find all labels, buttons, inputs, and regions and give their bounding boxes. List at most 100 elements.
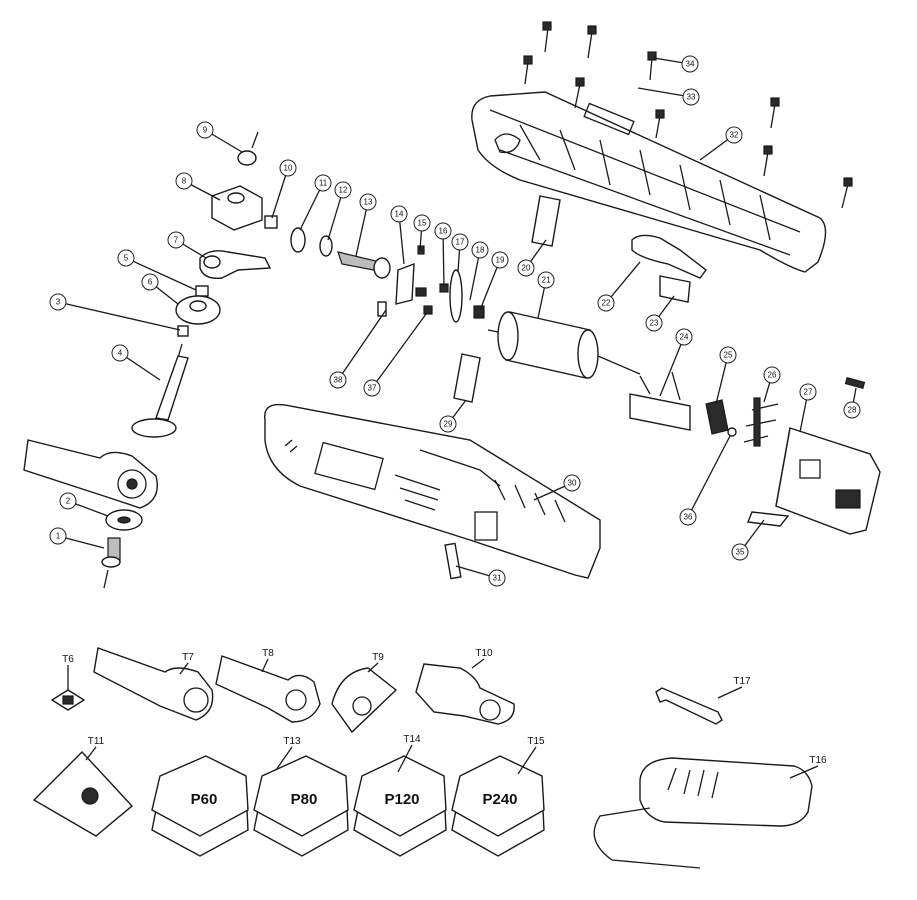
accessory-blades: [50, 647, 723, 734]
housing-screws: [523, 21, 853, 209]
accessory-label-t6: T6: [62, 654, 74, 665]
part-number-23: 23: [650, 319, 659, 328]
callout-leader: [57, 301, 181, 331]
part-number-29: 29: [444, 420, 453, 429]
spindle-stack: [23, 131, 278, 589]
callout-circle: [597, 294, 615, 312]
part-number-14: 14: [395, 210, 404, 219]
callout-circle: [679, 508, 697, 526]
part-number-19: 19: [496, 256, 505, 265]
battery-pack: [775, 427, 881, 535]
callout-circle: [725, 126, 743, 144]
callout-circle: [175, 172, 193, 190]
part-number-33: 33: [687, 93, 696, 102]
accessory-label-t17: T17: [733, 676, 751, 687]
callout-circle: [167, 231, 185, 249]
callout-leader: [479, 259, 501, 311]
grit-label-p240: P240: [482, 791, 517, 808]
callout-circle: [645, 314, 663, 332]
battery-charger: [593, 757, 813, 869]
accessory-leader: [261, 658, 269, 673]
part-number-6: 6: [148, 278, 153, 287]
callout-circle: [434, 222, 452, 240]
callout-circle: [471, 241, 489, 259]
accessory-leader: [85, 746, 97, 761]
callout-circle: [563, 474, 581, 492]
part-number-37: 37: [368, 384, 377, 393]
callout-circle: [49, 293, 67, 311]
part-number-24: 24: [680, 333, 689, 342]
grit-labels: P60 P80 P120 P240: [191, 791, 518, 808]
callout-circle: [49, 527, 67, 545]
part-number-5: 5: [124, 254, 129, 263]
accessory-label-t10: T10: [475, 648, 493, 659]
part-number-34: 34: [686, 60, 695, 69]
motor: [487, 311, 641, 379]
part-number-35: 35: [736, 548, 745, 557]
small-parts: [453, 195, 866, 527]
callout-circle: [334, 181, 352, 199]
grit-label-p120: P120: [384, 791, 419, 808]
callout-circle: [196, 121, 214, 139]
callout-circle: [681, 55, 699, 73]
part-number-30: 30: [568, 479, 577, 488]
callout-circle: [517, 259, 535, 277]
callout-circle: [488, 569, 506, 587]
accessory-leader: [471, 658, 485, 669]
callout-circle: [537, 271, 555, 289]
accessory-leader: [717, 686, 743, 699]
part-number-20: 20: [522, 264, 531, 273]
callout-leader: [605, 261, 641, 304]
callout-circle: [59, 492, 77, 510]
callout-circle: [491, 251, 509, 269]
grit-label-p60: P60: [191, 791, 218, 808]
drive-train: [290, 227, 485, 323]
part-number-36: 36: [684, 513, 693, 522]
callout-circle: [843, 401, 861, 419]
callout-circle: [363, 379, 381, 397]
part-number-31: 31: [493, 574, 502, 583]
callout-leader: [687, 435, 731, 518]
sanding-pads: [32, 750, 545, 857]
part-number-12: 12: [339, 186, 348, 195]
callout-circle: [799, 383, 817, 401]
callout-circle: [413, 214, 431, 232]
part-number-8: 8: [182, 177, 187, 186]
lower-housing-half: [264, 403, 601, 579]
callout-leader: [327, 189, 344, 241]
grit-label-p80: P80: [291, 791, 318, 808]
part-number-1: 1: [56, 532, 61, 541]
accessory-label-t8: T8: [262, 648, 274, 659]
part-number-9: 9: [203, 126, 208, 135]
part-number-27: 27: [804, 388, 813, 397]
callout-circle: [763, 366, 781, 384]
part-number-10: 10: [284, 164, 293, 173]
part-number-26: 26: [768, 371, 777, 380]
callout-leader: [442, 230, 445, 287]
callout-leader: [637, 87, 692, 98]
accessory-leader: [275, 746, 293, 771]
part-number-25: 25: [724, 351, 733, 360]
accessory-label-t13: T13: [283, 736, 301, 747]
callout-leader: [371, 313, 427, 389]
part-number-13: 13: [364, 198, 373, 207]
part-number-16: 16: [439, 227, 448, 236]
callout-circle: [279, 159, 297, 177]
callout-leader: [125, 257, 197, 291]
accessory-leader: [789, 765, 819, 779]
part-number-17: 17: [456, 238, 465, 247]
callout-circle: [731, 543, 749, 561]
accessory-label-t14: T14: [403, 734, 421, 745]
accessory-leader: [367, 662, 379, 673]
callout-circle: [451, 233, 469, 251]
callout-circle: [117, 249, 135, 267]
part-number-15: 15: [418, 219, 427, 228]
part-number-4: 4: [118, 349, 123, 358]
callout-circle: [359, 193, 377, 211]
part-callouts: 1234567891011121314151617181920212223242…: [49, 55, 861, 587]
callout-circle: [682, 88, 700, 106]
part-number-32: 32: [730, 131, 739, 140]
part-number-2: 2: [66, 497, 71, 506]
callout-circle: [329, 371, 347, 389]
